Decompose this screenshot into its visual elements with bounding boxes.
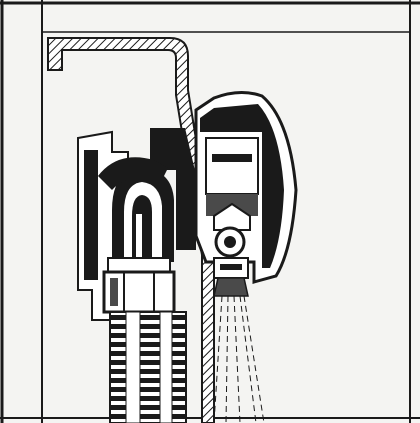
nozzle-tip-icon xyxy=(213,226,249,297)
hose-elbow-icon xyxy=(98,157,174,262)
hose-nut-icon xyxy=(102,257,176,314)
spray-cone-icon xyxy=(213,295,265,423)
valve-housing-icon xyxy=(194,91,298,284)
coil-spring-icon xyxy=(109,311,187,423)
